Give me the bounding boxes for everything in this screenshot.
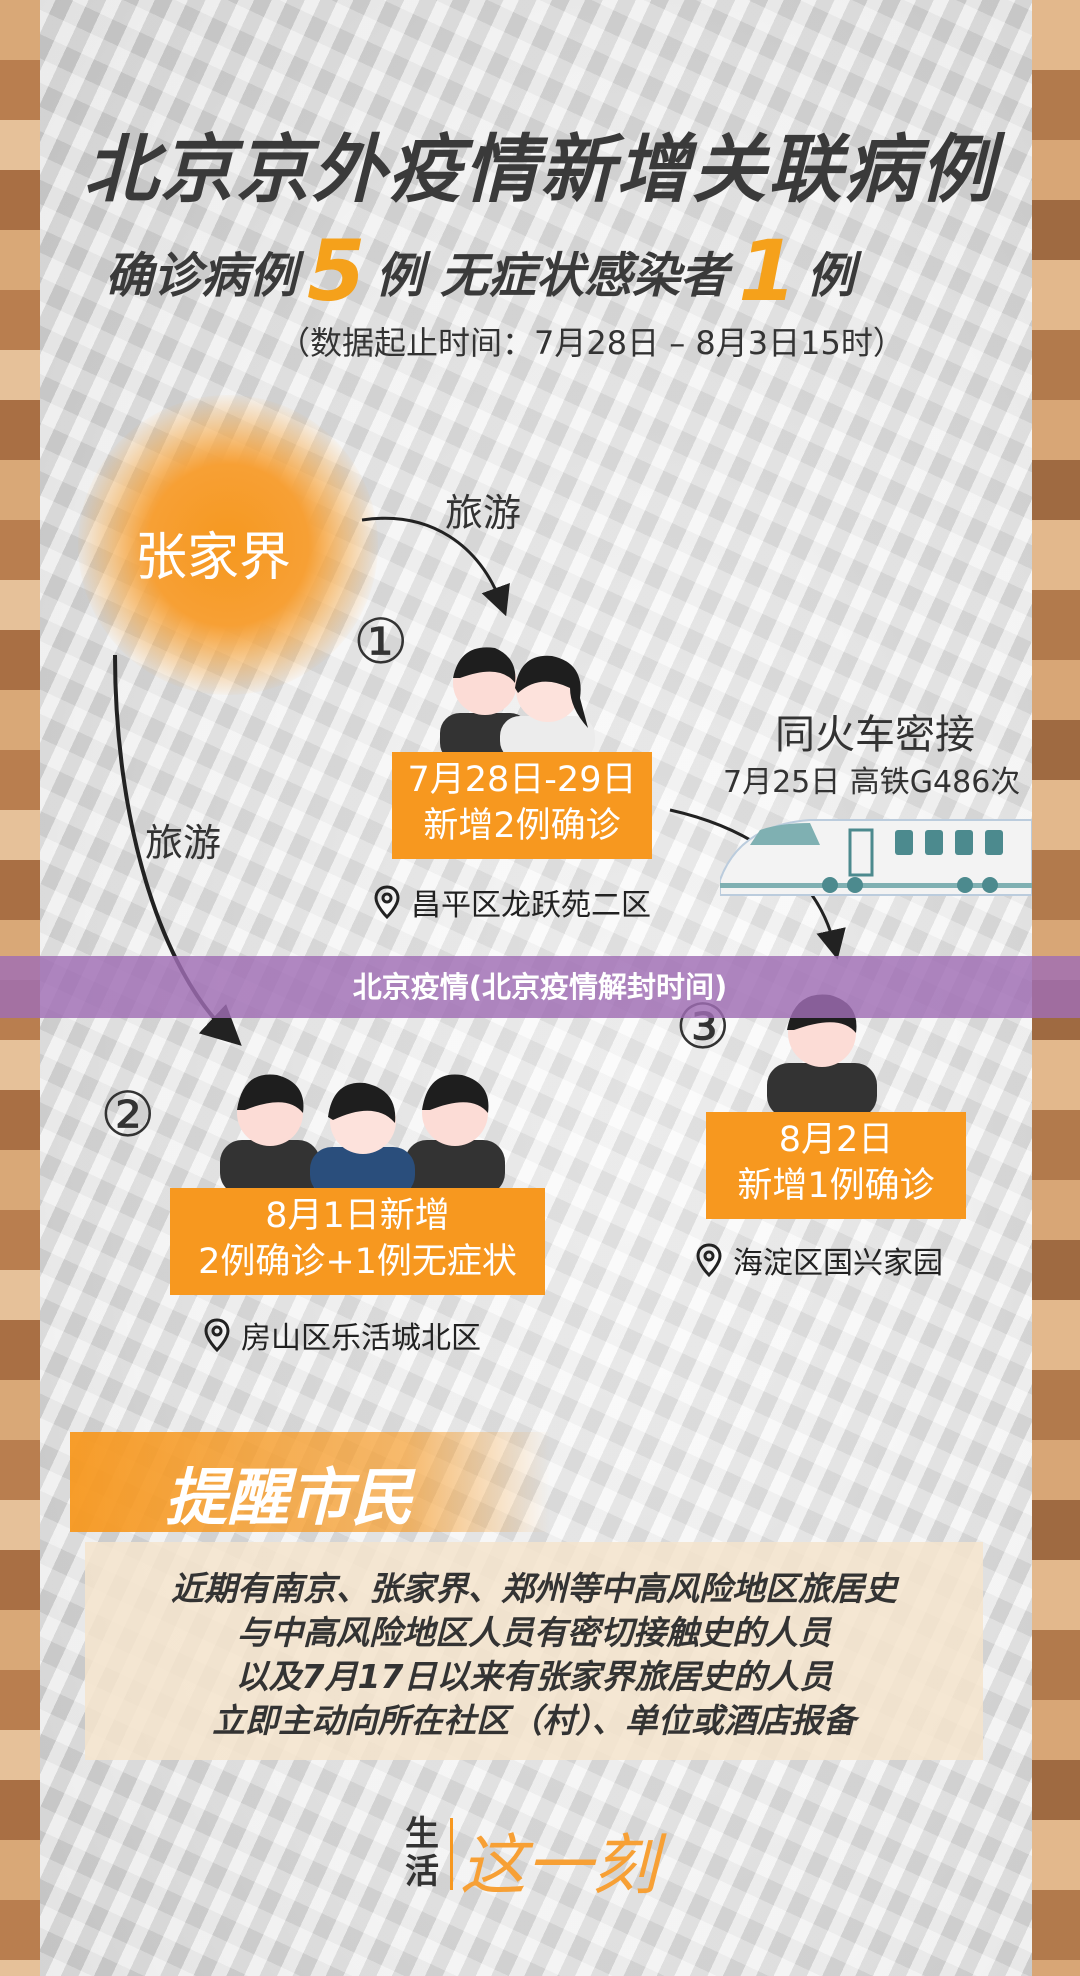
case-1-line-1: 7月28日-29日 [407, 760, 637, 800]
reminder-line-2: 与中高风险地区人员有密切接触史的人员 [237, 1613, 831, 1652]
case-2-line-1: 8月1日新增 [265, 1196, 450, 1236]
logo-char-2: 活 [405, 1852, 439, 1892]
asymptomatic-count: 1 [738, 222, 797, 320]
logo-divider [450, 1818, 453, 1890]
summary-text-2: 例 无症状感染者 [375, 248, 729, 304]
case-2-location: 房山区乐活城北区 [203, 1313, 481, 1357]
origin-glow [78, 395, 378, 695]
logo-mark: 生 活 [405, 1815, 445, 1891]
arrow-label-travel-1: 旅游 [445, 491, 522, 535]
reminder-line-3: 以及7月17日以来有张家界旅居史的人员 [235, 1657, 833, 1696]
poster-title: 北京京外疫情新增关联病例 [84, 127, 996, 213]
case-2-box: 8月1日新增 2例确诊+1例无症状 [170, 1188, 545, 1295]
location-pin-icon [374, 885, 400, 919]
case-1-line-2: 新增2例确诊 [423, 806, 621, 846]
location-pin-icon [204, 1318, 230, 1352]
date-range: （数据起止时间：7月28日 – 8月3日15时） [278, 324, 905, 362]
reminder-title: 提醒市民 [165, 1461, 414, 1534]
train-contact-title: 同火车密接 [775, 712, 975, 758]
overlay-banner[interactable]: 北京疫情(北京疫情解封时间) [0, 956, 1080, 1018]
logo-text: 这一刻 [460, 1827, 658, 1904]
confirmed-count: 5 [307, 222, 366, 320]
train-contact-detail: 7月25日 高铁G486次 [723, 765, 1021, 800]
case-1-number: ① [353, 605, 409, 678]
case-2-line-2: 2例确诊+1例无症状 [198, 1242, 517, 1282]
case-3-line-1: 8月2日 [778, 1120, 894, 1160]
summary-text-3: 例 [806, 248, 855, 304]
case-3-line-2: 新增1例确诊 [737, 1166, 935, 1206]
reminder-line-1: 近期有南京、张家界、郑州等中高风险地区旅居史 [171, 1569, 897, 1608]
summary-text-1: 确诊病例 [105, 248, 298, 304]
location-pin-icon [696, 1243, 722, 1277]
logo-char-1: 生 [405, 1814, 439, 1854]
case-1-location-text: 昌平区龙跃苑二区 [411, 888, 651, 923]
case-3-location: 海淀区国兴家园 [695, 1238, 943, 1282]
people-icon-case-1 [440, 647, 595, 758]
case-2-location-text: 房山区乐活城北区 [241, 1321, 481, 1356]
case-1-box: 7月28日-29日 新增2例确诊 [392, 752, 652, 859]
reminder-title-bar [70, 1432, 550, 1532]
train-icon [720, 819, 1032, 896]
reminder-line-4: 立即主动向所在社区（村）、单位或酒店报备 [212, 1701, 856, 1740]
case-3-box: 8月2日 新增1例确诊 [706, 1112, 966, 1219]
arrow-label-travel-2: 旅游 [145, 821, 222, 865]
people-icon-case-2 [220, 1074, 505, 1190]
reminder-box [85, 1542, 983, 1760]
case-1-location: 昌平区龙跃苑二区 [373, 880, 651, 924]
origin-label: 张家界 [135, 528, 292, 588]
case-3-location-text: 海淀区国兴家园 [733, 1246, 943, 1281]
arrow-to-case-1 [361, 516, 510, 617]
case-2-number: ② [100, 1078, 156, 1151]
